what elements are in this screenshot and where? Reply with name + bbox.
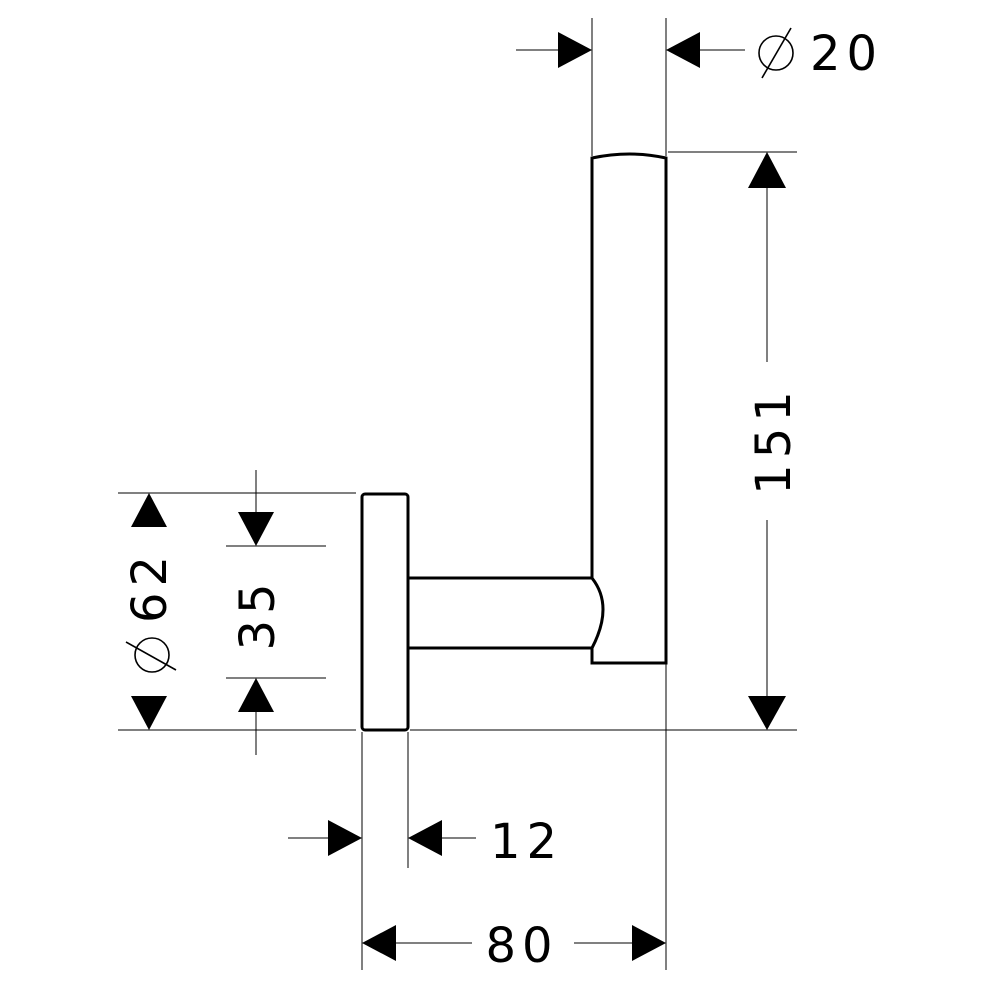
horizontal-arm: [406, 576, 607, 650]
height-value: 151: [746, 385, 802, 495]
dimension-projection: 80: [362, 918, 666, 974]
arrowhead: [632, 925, 666, 961]
vertical-rod: [590, 152, 668, 665]
arrowhead: [666, 32, 700, 68]
arrowhead: [748, 696, 786, 730]
dimension-rosette-depth: 12: [288, 814, 563, 870]
holder-part: [360, 152, 668, 732]
dimension-arm-offset: 35: [230, 470, 286, 755]
arrowhead: [131, 696, 167, 730]
arrowhead: [238, 678, 274, 712]
dimension-rod-diameter: 20: [558, 26, 883, 82]
dimension-height: 151: [746, 152, 802, 730]
arrowhead: [328, 820, 362, 856]
extension-lines: [118, 18, 797, 970]
arrowhead: [238, 512, 274, 546]
arrowhead: [131, 493, 167, 527]
arrowhead: [362, 925, 396, 961]
wall-rosette: [360, 492, 410, 732]
arrowhead: [408, 820, 442, 856]
arrowhead: [558, 32, 592, 68]
rosette-diameter-value: 62: [122, 550, 178, 623]
diameter-symbol-icon: [134, 637, 170, 673]
arm-offset-value: 35: [230, 577, 286, 650]
rosette-depth-value: 12: [490, 814, 563, 870]
dimension-rosette-diameter: 62: [122, 493, 178, 730]
diameter-symbol-icon: [758, 35, 794, 71]
projection-value: 80: [485, 918, 558, 974]
arrowhead: [748, 152, 786, 188]
rod-diameter-value: 20: [810, 26, 883, 82]
